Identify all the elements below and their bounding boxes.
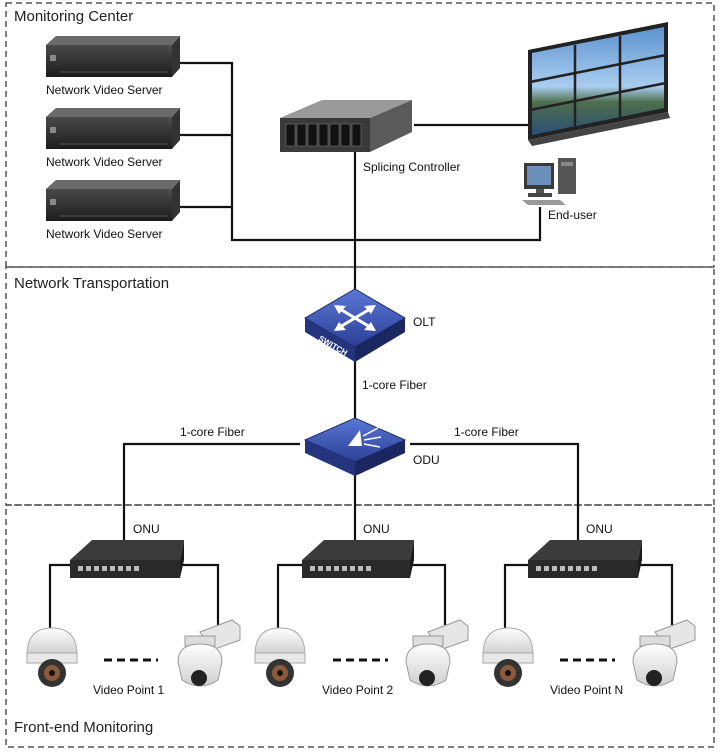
front-end-monitoring-box [5,504,715,748]
server-label-2: Network Video Server [46,155,163,169]
video-point-label-1: Video Point 1 [93,683,165,697]
dome-camera-2 [254,627,306,687]
network-video-server-1 [46,36,180,77]
splicing-controller [280,100,412,152]
olt-switch: SWITCH [304,288,406,362]
video-wall [528,22,670,146]
dome-camera-1 [26,627,78,687]
section-borders [5,2,715,748]
network-video-server-3 [46,180,180,221]
section-title-monitoring-center: Monitoring Center [14,8,134,25]
onu-switch-3 [528,540,642,578]
olt-label: OLT [413,315,436,329]
onu-label-3: ONU [586,522,613,536]
server-label-1: Network Video Server [46,83,163,97]
odu-splitter [303,417,407,476]
section-title-front-end-monitoring: Front-end Monitoring [14,719,154,736]
fiber-label-left: 1-core Fiber [180,425,245,439]
end-user-pc [522,158,576,205]
onu-switch-2 [302,540,414,578]
fiber-label-vertical: 1-core Fiber [362,378,427,392]
onu-label-1: ONU [133,522,160,536]
ptz-camera-1 [177,619,241,687]
odu-label: ODU [413,453,440,467]
ptz-camera-3 [632,619,696,687]
onu-switch-1 [70,540,184,578]
server-label-3: Network Video Server [46,227,163,241]
ptz-camera-2 [405,619,469,687]
onu-label-2: ONU [363,522,390,536]
dome-camera-3 [482,627,534,687]
video-point-label-3: Video Point N [550,683,624,697]
network-video-server-2 [46,108,180,149]
end-user-label: End-user [548,208,597,222]
splicing-controller-label: Splicing Controller [363,160,461,174]
connection-lines [48,61,674,640]
video-point-label-2: Video Point 2 [322,683,394,697]
fiber-label-right: 1-core Fiber [454,425,519,439]
section-title-network-transportation: Network Transportation [14,275,170,292]
